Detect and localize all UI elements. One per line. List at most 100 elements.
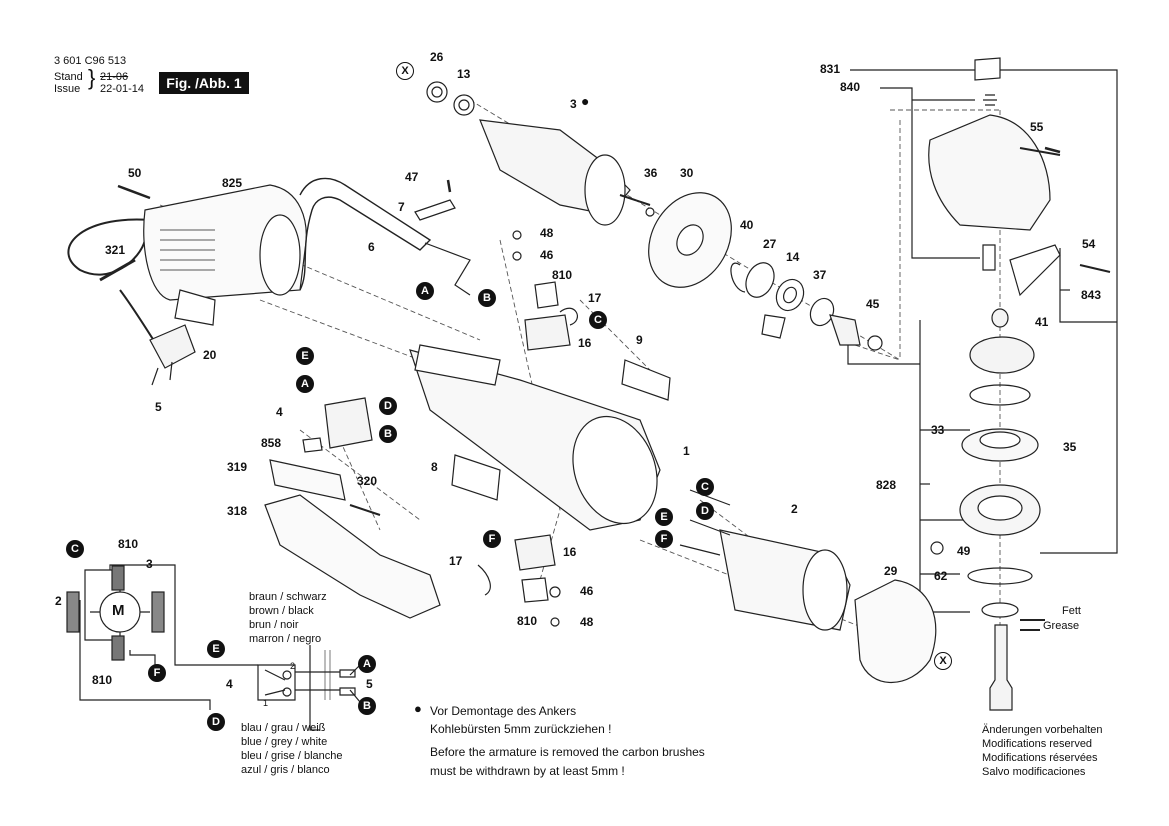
note-bullet: ● — [414, 701, 422, 716]
callout-858: 858 — [261, 436, 282, 450]
wiring-5: 5 — [366, 677, 373, 691]
color-line: braun / schwarz — [249, 591, 327, 603]
callout-48-top: 48 — [540, 226, 554, 240]
callout-2: 2 — [791, 502, 798, 516]
callout-46-top: 46 — [540, 248, 554, 262]
marker-e-stator: E — [655, 508, 673, 526]
marker-d-wiring: D — [207, 713, 225, 731]
marker-b-wiring: B — [358, 697, 376, 715]
marker-x-bottom: X — [934, 652, 952, 670]
callout-30: 30 — [680, 166, 694, 180]
color-line: azul / gris / blanco — [241, 764, 330, 776]
callout-320: 320 — [357, 474, 378, 488]
marker-e-switch: E — [296, 347, 314, 365]
callout-3: 3 — [570, 97, 577, 111]
callout-17-top: 17 — [588, 291, 602, 305]
callout-36: 36 — [644, 166, 658, 180]
marker-f-stator: F — [655, 530, 673, 548]
color-line: blau / grau / weiß — [241, 722, 326, 734]
callout-810-bottom: 810 — [517, 614, 538, 628]
callout-27: 27 — [763, 237, 777, 251]
callout-37: 37 — [813, 268, 827, 282]
marker-c-stator: C — [696, 478, 714, 496]
note-en-2: must be withdrawn by at least 5mm ! — [430, 764, 625, 778]
callout-319: 319 — [227, 460, 248, 474]
callout-29: 29 — [884, 564, 898, 578]
wiring-3: 3 — [146, 557, 153, 571]
plug — [149, 324, 196, 369]
callout-7: 7 — [398, 200, 405, 214]
callout-17-bottom: 17 — [449, 554, 463, 568]
color-line: blue / grey / white — [241, 736, 328, 748]
marker-f-brush: F — [483, 530, 501, 548]
callout-828: 828 — [876, 478, 897, 492]
callout-9: 9 — [636, 333, 643, 347]
part-number: 3 601 C96 513 — [54, 55, 127, 67]
stand-label: Stand — [54, 71, 83, 83]
pinion-45 — [829, 314, 861, 346]
callout-54: 54 — [1082, 237, 1096, 251]
issue-label: Issue — [54, 83, 81, 95]
wheel-guard — [854, 579, 937, 683]
callout-49: 49 — [957, 544, 971, 558]
marker-f-wiring: F — [148, 664, 166, 682]
callout-20: 20 — [203, 348, 217, 362]
callout-831: 831 — [820, 62, 841, 76]
switch-4 — [324, 397, 373, 449]
color-line: marron / negro — [249, 633, 322, 645]
marker-x-top: X — [396, 62, 414, 80]
motor-label: M — [112, 602, 125, 619]
bracket-840 — [880, 87, 980, 259]
marker-c-brush: C — [589, 311, 607, 329]
marker-a-handle: A — [416, 282, 434, 300]
callout-48-bottom: 48 — [580, 615, 594, 629]
callout-47: 47 — [405, 170, 419, 184]
wiring-4: 4 — [226, 677, 233, 691]
color-line: brun / noir — [249, 619, 299, 631]
callout-46-bottom: 46 — [580, 584, 594, 598]
callout-4: 4 — [276, 405, 283, 419]
marker-b-switch: B — [379, 425, 397, 443]
stand-date: 21-06 — [100, 71, 129, 83]
marker-b-handle: B — [478, 289, 496, 307]
wiring-2: 2 — [55, 594, 62, 608]
wiring-810-bottom: 810 — [92, 673, 113, 687]
callout-8: 8 — [431, 460, 438, 474]
grease-de: Fett — [1062, 605, 1081, 617]
footer-line: Salvo modificaciones — [982, 766, 1086, 778]
note-en-1: Before the armature is removed the carbo… — [430, 745, 705, 759]
note-de-1: Vor Demontage des Ankers — [430, 704, 577, 718]
switch-pin-2: 2 — [290, 661, 296, 671]
callout-14: 14 — [786, 250, 800, 264]
marker-a-wiring: A — [358, 655, 376, 673]
callout-843: 843 — [1081, 288, 1102, 302]
marker-a-switch: A — [296, 375, 314, 393]
wiring-810-top: 810 — [118, 537, 139, 551]
callout-62: 62 — [934, 569, 948, 583]
bow-handle — [299, 177, 432, 291]
spindle — [989, 624, 1013, 711]
callout-13: 13 — [457, 67, 471, 81]
switch-pin-1: 1 — [263, 698, 269, 708]
callout-5: 5 — [155, 400, 162, 414]
callout-50: 50 — [128, 166, 142, 180]
figure-label: Fig. /Abb. 1 — [159, 72, 249, 94]
footer-line: Modifications reserved — [982, 738, 1093, 750]
callout-318: 318 — [227, 504, 248, 518]
color-line: brown / black — [249, 605, 314, 617]
callout-840: 840 — [840, 80, 861, 94]
callout-55: 55 — [1030, 120, 1044, 134]
callout-6: 6 — [368, 240, 375, 254]
note-de-2: Kohlebürsten 5mm zurückziehen ! — [430, 722, 612, 736]
issue-date: 22-01-14 — [100, 83, 145, 95]
marker-d-stator: D — [696, 502, 714, 520]
callout-35: 35 — [1063, 440, 1077, 454]
callout-26: 26 — [430, 50, 444, 64]
callout-16-bottom: 16 — [563, 545, 577, 559]
callout-16-top: 16 — [578, 336, 592, 350]
marker-d-switch: D — [379, 397, 397, 415]
callout-45: 45 — [866, 297, 880, 311]
gear-41 — [969, 336, 1035, 374]
